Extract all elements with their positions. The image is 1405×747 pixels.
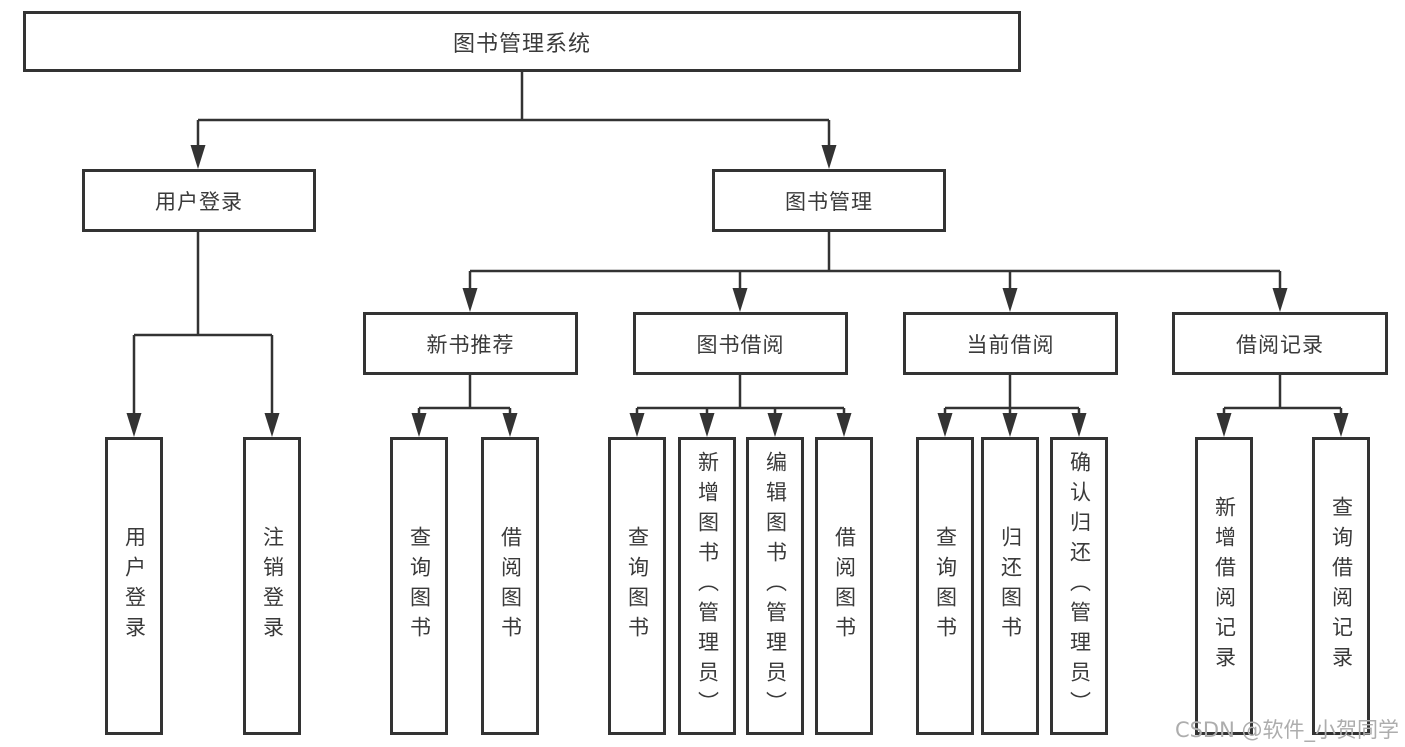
node-leaf-borrow-books-1: 借阅图书 — [481, 437, 539, 735]
node-leaf-return-books: 归还图书 — [981, 437, 1039, 735]
arrowhead-down-icon — [462, 288, 478, 312]
node-current-borrowing-label: 当前借阅 — [966, 332, 1055, 357]
arrowhead-down-icon — [190, 145, 206, 169]
node-new-book-recommend: 新书推荐 — [363, 312, 578, 375]
node-book-management-label: 图书管理 — [785, 189, 873, 214]
arrowhead-down-icon — [629, 413, 645, 437]
arrowhead-down-icon — [1216, 413, 1232, 437]
node-leaf-query-books-2: 查询图书 — [608, 437, 666, 735]
arrowhead-down-icon — [1333, 413, 1349, 437]
node-book-borrowing: 图书借阅 — [633, 312, 848, 375]
node-user-login-label: 用户登录 — [155, 189, 243, 214]
arrowhead-down-icon — [937, 413, 953, 437]
arrowhead-down-icon — [1002, 413, 1018, 437]
node-leaf-return-books-label: 归还图书 — [998, 526, 1023, 646]
arrowhead-down-icon — [1272, 288, 1288, 312]
node-leaf-borrow-books-1-label: 借阅图书 — [498, 526, 523, 646]
node-user-login: 用户登录 — [82, 169, 316, 232]
arrowhead-down-icon — [1002, 288, 1018, 312]
node-leaf-borrow-books-2: 借阅图书 — [815, 437, 873, 735]
node-book-management: 图书管理 — [712, 169, 946, 232]
arrowhead-down-icon — [126, 413, 142, 437]
csdn-watermark: CSDN @软件_小贺同学 — [1174, 718, 1399, 742]
node-leaf-add-books-admin: 新增图书（管理员） — [678, 437, 736, 735]
node-leaf-edit-books-admin: 编辑图书（管理员） — [746, 437, 804, 735]
node-leaf-confirm-return-admin-label: 确认归还（管理员） — [1067, 451, 1092, 721]
node-borrowing-records-label: 借阅记录 — [1236, 332, 1324, 357]
arrowhead-down-icon — [264, 413, 280, 437]
node-leaf-logout: 注销登录 — [243, 437, 301, 735]
node-leaf-user-login-label: 用户登录 — [122, 526, 147, 646]
node-new-book-recommend-label: 新书推荐 — [426, 332, 515, 357]
node-book-borrowing-label: 图书借阅 — [696, 332, 785, 357]
arrowhead-down-icon — [836, 413, 852, 437]
node-leaf-query-books-1: 查询图书 — [390, 437, 448, 735]
node-leaf-query-books-2-label: 查询图书 — [625, 526, 650, 646]
arrowhead-down-icon — [821, 145, 837, 169]
node-root: 图书管理系统 — [23, 11, 1021, 72]
arrowhead-down-icon — [411, 413, 427, 437]
node-leaf-query-borrow-record-label: 查询借阅记录 — [1329, 496, 1354, 676]
node-leaf-confirm-return-admin: 确认归还（管理员） — [1050, 437, 1108, 735]
arrowhead-down-icon — [699, 413, 715, 437]
node-leaf-query-borrow-record: 查询借阅记录 — [1312, 437, 1370, 735]
arrowhead-down-icon — [767, 413, 783, 437]
node-current-borrowing: 当前借阅 — [903, 312, 1118, 375]
arrowhead-down-icon — [732, 288, 748, 312]
node-leaf-add-borrow-record-label: 新增借阅记录 — [1212, 496, 1237, 676]
node-leaf-borrow-books-2-label: 借阅图书 — [832, 526, 857, 646]
node-leaf-logout-label: 注销登录 — [260, 526, 285, 646]
arrowhead-down-icon — [502, 413, 518, 437]
node-leaf-query-books-3: 查询图书 — [916, 437, 974, 735]
node-leaf-edit-books-admin-label: 编辑图书（管理员） — [763, 451, 788, 721]
node-leaf-add-books-admin-label: 新增图书（管理员） — [695, 451, 720, 721]
node-leaf-query-books-3-label: 查询图书 — [933, 526, 958, 646]
node-borrowing-records: 借阅记录 — [1172, 312, 1388, 375]
node-root-label: 图书管理系统 — [452, 31, 591, 57]
arrowhead-down-icon — [1071, 413, 1087, 437]
node-leaf-query-books-1-label: 查询图书 — [407, 526, 432, 646]
node-leaf-user-login: 用户登录 — [105, 437, 163, 735]
connector-path — [132, 72, 1343, 416]
node-leaf-add-borrow-record: 新增借阅记录 — [1195, 437, 1253, 735]
